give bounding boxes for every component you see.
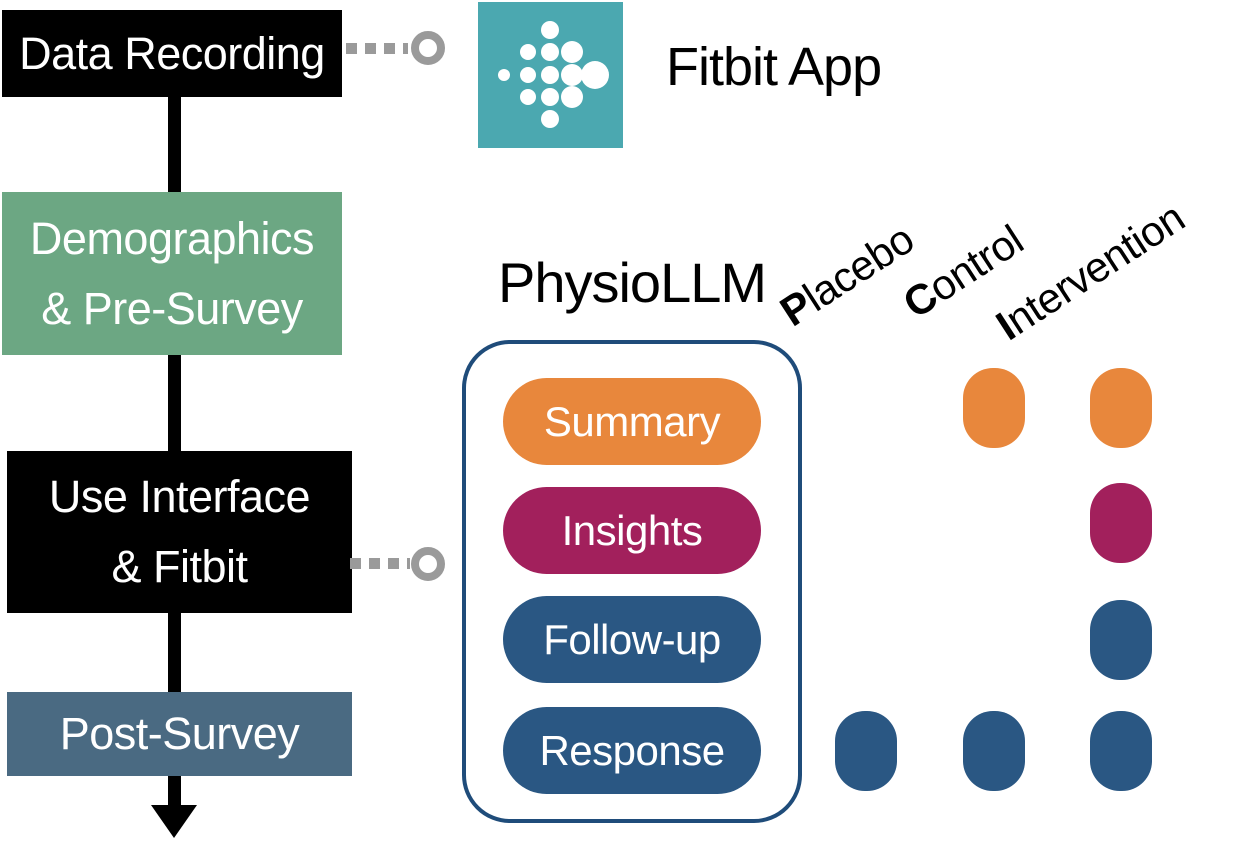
flow-step-label: Use Interface & Fitbit [48,471,311,592]
physiollm-title: PhysioLLM [497,251,767,314]
flow-step-post-survey: Post-Survey [7,692,352,776]
fitbit-app-label: Fitbit App [666,37,882,97]
flow-step-data-recording: Data Recording [2,10,342,97]
connector-circle-icon [411,31,445,65]
feature-pill-label: Summary [543,397,721,445]
physiollm-panel [462,340,802,823]
matrix-dot-intervention-response [1090,711,1152,791]
connector-circle-icon [411,547,445,581]
feature-pill-label: Insights [561,506,703,554]
feature-pill-response: Response [503,707,761,794]
condition-header-rest: ntervention [997,193,1193,344]
feature-pill-summary: Summary [503,378,761,465]
matrix-dot-control-response [963,711,1025,791]
flow-step-label: Data Recording [19,27,325,79]
connector-dashed-line [346,43,408,54]
fitbit-logo-icon [478,2,623,148]
condition-header-rest: lacebo [794,214,922,321]
matrix-dot-intervention-summary [1090,368,1152,448]
flow-step-use-interface-fitbit: Use Interface & Fitbit [7,451,352,613]
matrix-dot-placebo-response [835,711,897,791]
flow-step-demographics-presurvey: Demographics & Pre-Survey [2,192,342,355]
flow-step-label: Post-Survey [59,708,300,760]
flow-step-label: Demographics & Pre-Survey [29,212,315,334]
matrix-dot-intervention-follow-up [1090,600,1152,680]
condition-header-intervention: Intervention [988,193,1193,350]
connector-dashed-line [350,558,410,569]
feature-pill-label: Response [539,726,725,774]
flow-arrow-head-icon [151,805,197,838]
feature-pill-follow-up: Follow-up [503,596,761,683]
feature-pill-label: Follow-up [543,615,721,663]
matrix-dot-intervention-insights [1090,483,1152,563]
matrix-dot-control-summary [963,368,1025,448]
feature-pill-insights: Insights [503,487,761,574]
